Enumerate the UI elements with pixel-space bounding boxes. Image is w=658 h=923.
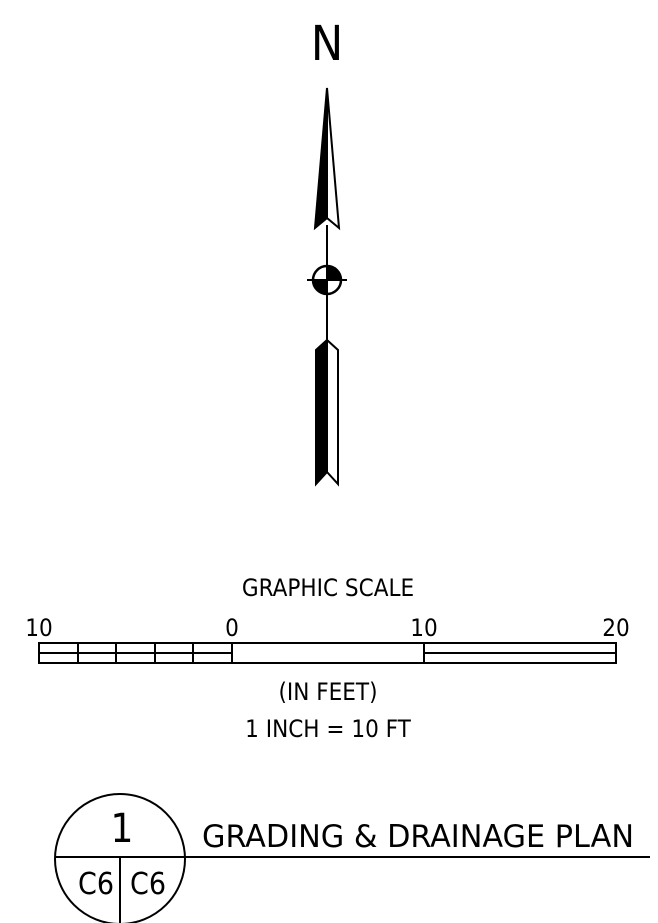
north-arrow-head-filled	[313, 87, 328, 231]
graphic-scale: GRAPHIC SCALE 10 0 10 20 (IN FEET) 1 INC…	[25, 574, 629, 743]
callout-sheet-right: C6	[130, 867, 166, 902]
detail-callout: 1 C6 C6 GRADING & DRAINAGE PLAN	[54, 793, 650, 923]
callout-sheet-left: C6	[78, 867, 114, 902]
graphic-scale-units: (IN FEET)	[278, 678, 377, 706]
scale-tick-label: 0	[225, 614, 239, 642]
scale-tick-label: 20	[602, 614, 629, 642]
north-arrow: N	[307, 16, 347, 487]
north-arrow-tail-filled	[315, 337, 328, 487]
callout-detail-number: 1	[111, 806, 134, 852]
north-label: N	[311, 16, 343, 72]
north-arrow-tail-outline	[326, 337, 339, 487]
scale-tick-label: 10	[25, 614, 52, 642]
scale-bar	[38, 642, 617, 664]
scale-tick-label: 10	[410, 614, 437, 642]
callout-title: GRADING & DRAINAGE PLAN	[202, 819, 634, 855]
north-arrow-center-symbol	[307, 262, 347, 298]
graphic-scale-ratio: 1 INCH = 10 FT	[245, 715, 412, 743]
north-arrow-head-outline	[326, 87, 341, 231]
graphic-scale-title: GRAPHIC SCALE	[242, 574, 414, 602]
